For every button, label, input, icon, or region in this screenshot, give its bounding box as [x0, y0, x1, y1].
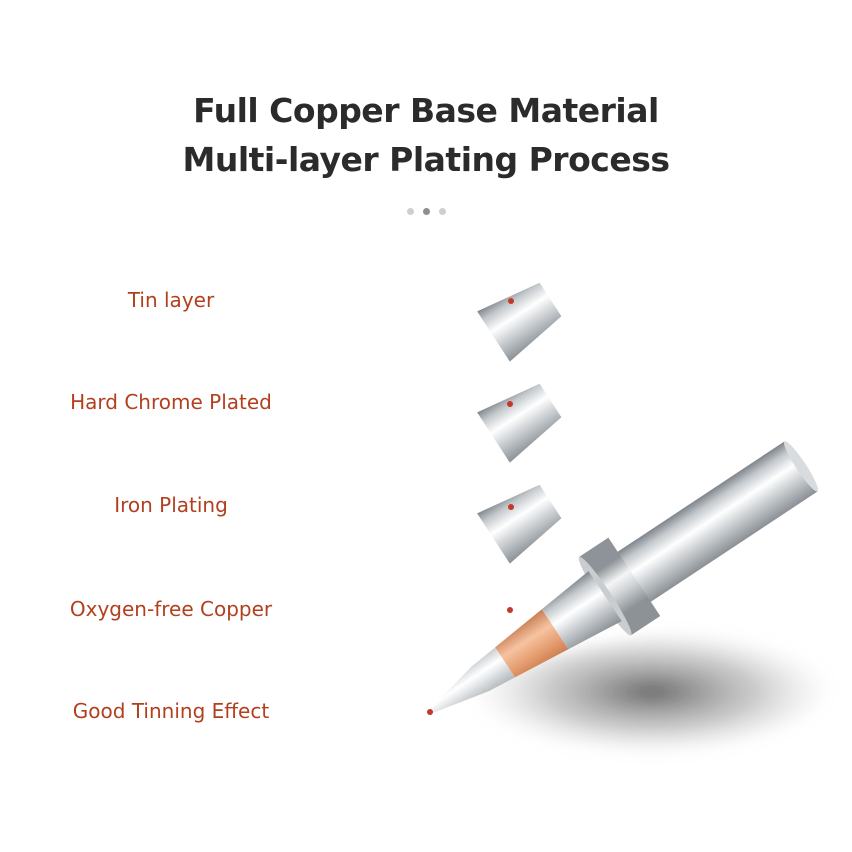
- segment-iron-plating: [477, 484, 562, 564]
- shadow: [470, 627, 835, 756]
- marker-dot-icon: [427, 709, 433, 715]
- label-copper: Oxygen-free Copper: [69, 597, 273, 621]
- marker-dot-icon: [507, 607, 513, 613]
- pagination-dot[interactable]: [438, 208, 446, 215]
- marker-dot-icon: [508, 298, 514, 304]
- segment-hard-chrome: [477, 383, 562, 463]
- label-hard-chrome: Hard Chrome Plated: [70, 390, 272, 414]
- title-line-2: Multi-layer Plating Process: [182, 140, 670, 179]
- label-iron-plating: Iron Plating: [114, 493, 228, 517]
- page-title: Full Copper Base Material Multi-layer Pl…: [0, 86, 852, 184]
- pagination-dot-active[interactable]: [422, 208, 430, 215]
- pagination-dot[interactable]: [406, 208, 414, 215]
- title-line-1: Full Copper Base Material: [193, 91, 659, 130]
- marker-dot-icon: [508, 504, 514, 510]
- label-tin-layer: Tin layer: [127, 288, 215, 312]
- soldering-tip: [428, 441, 819, 714]
- segment-tin-layer: [477, 282, 562, 362]
- marker-dot-icon: [507, 401, 513, 407]
- carousel-pagination: [0, 208, 852, 215]
- label-tinning-effect: Good Tinning Effect: [72, 699, 270, 723]
